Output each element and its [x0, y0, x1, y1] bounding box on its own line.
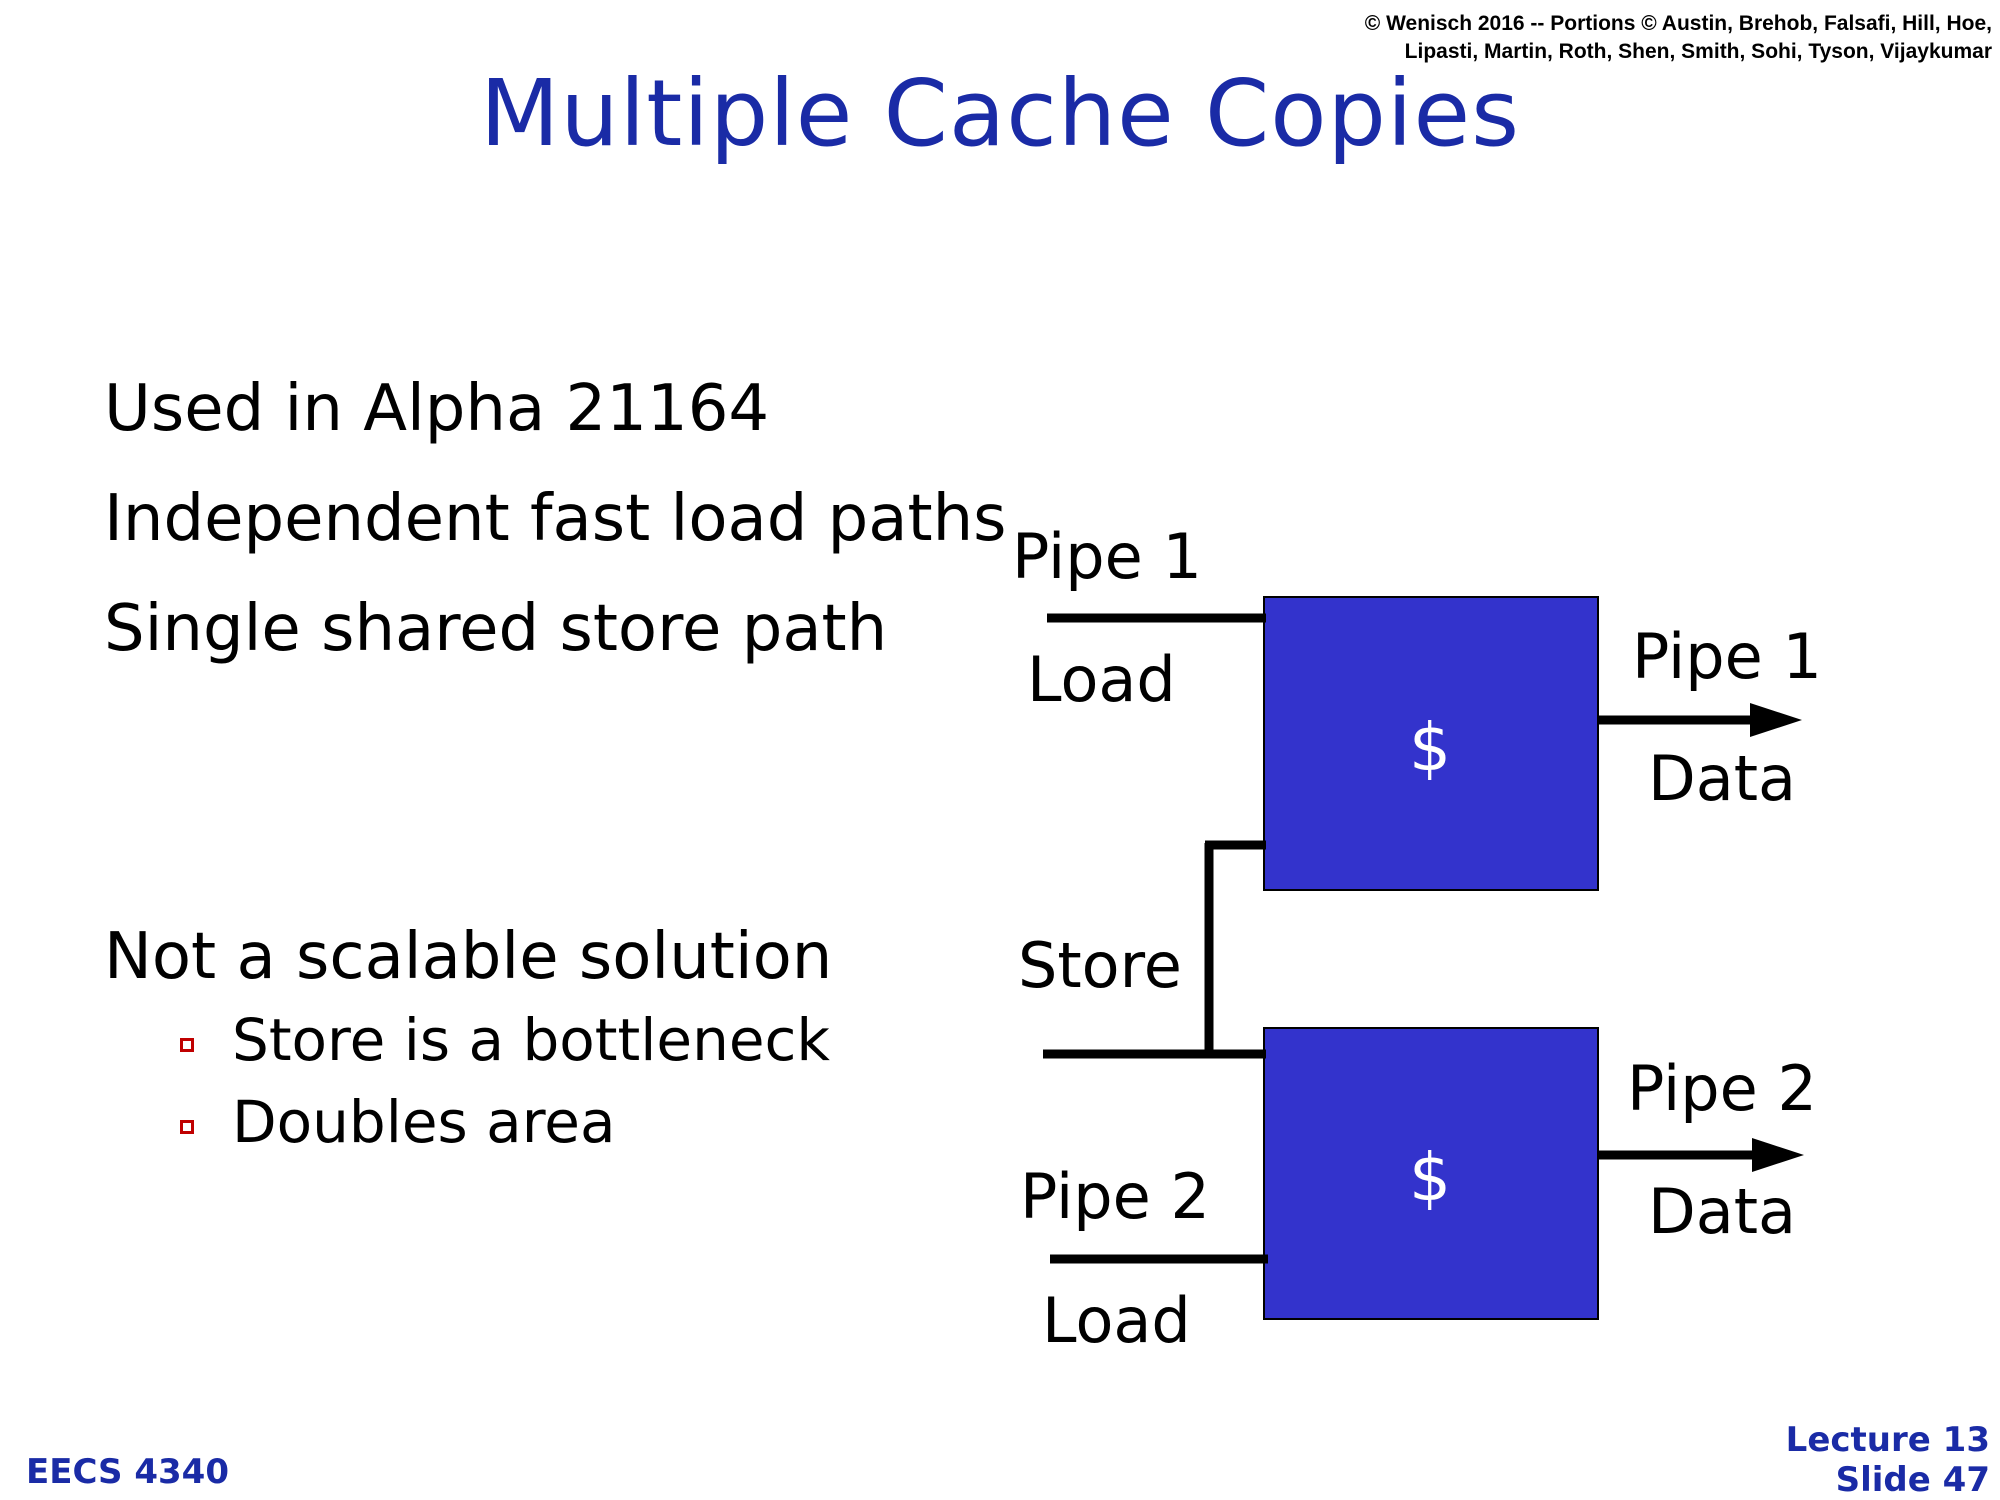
pipe2-data-label-top: Pipe 2	[1627, 1052, 1817, 1125]
sub-bullet-text: Store is a bottleneck	[232, 1006, 830, 1074]
pipe1-load-label-top: Pipe 1	[1012, 520, 1202, 593]
pipe1-load-label-bottom: Load	[1027, 643, 1176, 716]
store-label: Store	[1018, 929, 1182, 1002]
bullet-not-scalable: Not a scalable solution	[104, 920, 833, 994]
sub-bullet-doubles-area: Doubles area	[180, 1088, 616, 1156]
pipe2-data-label-bottom: Data	[1648, 1175, 1796, 1248]
pipe1-arrowhead-icon	[1750, 703, 1802, 737]
cache-label-1: $	[1409, 709, 1451, 786]
pipe2-arrowhead-icon	[1752, 1138, 1804, 1172]
square-bullet-icon	[180, 1038, 194, 1052]
slide-title: Multiple Cache Copies	[479, 60, 1521, 167]
pipe1-data-label-bottom: Data	[1648, 742, 1796, 815]
pipe1-data-label-top: Pipe 1	[1632, 620, 1822, 693]
square-bullet-icon	[180, 1120, 194, 1134]
course-label: EECS 4340	[26, 1452, 229, 1492]
bullet-independent-load-paths: Independent fast load paths	[104, 482, 1007, 556]
lecture-number: Lecture 13	[1785, 1420, 1990, 1460]
sub-bullet-text: Doubles area	[232, 1088, 616, 1156]
copyright-line-1: © Wenisch 2016 -- Portions © Austin, Bre…	[1364, 12, 1992, 35]
pipe2-load-label-top: Pipe 2	[1020, 1160, 1210, 1233]
bullet-used-in-alpha: Used in Alpha 21164	[104, 372, 770, 446]
pipe2-load-label-bottom: Load	[1042, 1284, 1191, 1357]
bullet-shared-store-path: Single shared store path	[104, 592, 888, 666]
cache-block-2	[1263, 1027, 1599, 1320]
slide-number: Slide 47	[1835, 1460, 1990, 1500]
copyright-notice: © Wenisch 2016 -- Portions © Austin, Bre…	[592, 10, 1992, 66]
sub-bullet-store-bottleneck: Store is a bottleneck	[180, 1006, 830, 1074]
slide-info: Lecture 13 Slide 47	[1786, 1420, 1990, 1500]
copyright-line-2: Lipasti, Martin, Roth, Shen, Smith, Sohi…	[1404, 40, 1992, 63]
cache-label-2: $	[1409, 1139, 1451, 1216]
cache-block-1	[1263, 596, 1599, 891]
